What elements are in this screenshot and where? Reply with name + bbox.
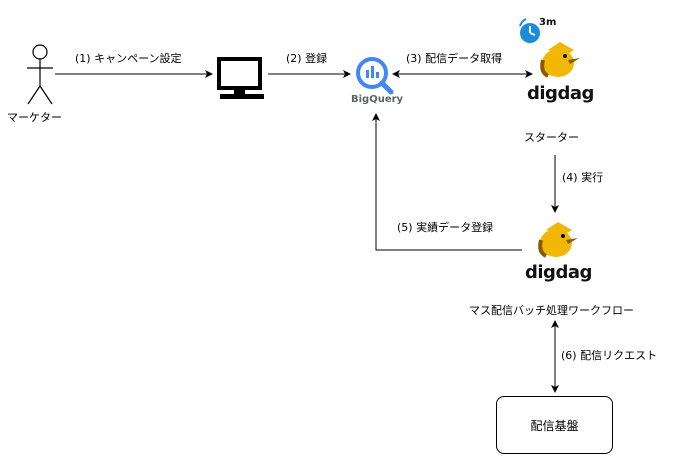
edge-label-campaign-setting: (1) キャンペーン設定: [75, 52, 182, 65]
digdag-wordmark-top: digdag: [527, 83, 594, 104]
schedule-interval-label: 3m: [539, 17, 557, 28]
digdag-logo-icon-top: [540, 42, 580, 78]
edge-label-register-results: (5) 実績データ登録: [397, 221, 494, 234]
marketer-actor-icon: [27, 44, 53, 105]
starter-label: スターター: [524, 131, 579, 144]
digdag-logo-icon-bottom: [538, 222, 578, 258]
edge-label-delivery-request: (6) 配信リクエスト: [561, 349, 658, 362]
edge-label-execute: (4) 実行: [562, 171, 604, 184]
digdag-wordmark-bottom: digdag: [525, 262, 592, 283]
delivery-platform-label: 配信基盤: [530, 418, 579, 433]
edge-label-fetch-delivery-data: (3) 配信データ取得: [406, 52, 503, 65]
bigquery-icon: [356, 57, 394, 95]
edge-register-results: [372, 113, 522, 251]
bigquery-label: BigQuery: [351, 94, 404, 105]
batch-workflow-label: マス配信バッチ処理ワークフロー: [469, 304, 634, 317]
computer-monitor-icon: [217, 57, 264, 99]
marketer-label: マーケター: [7, 111, 62, 124]
schedule-clock-icon: [519, 18, 540, 43]
delivery-platform-box: 配信基盤: [496, 396, 613, 454]
edge-label-register: (2) 登録: [286, 52, 328, 65]
